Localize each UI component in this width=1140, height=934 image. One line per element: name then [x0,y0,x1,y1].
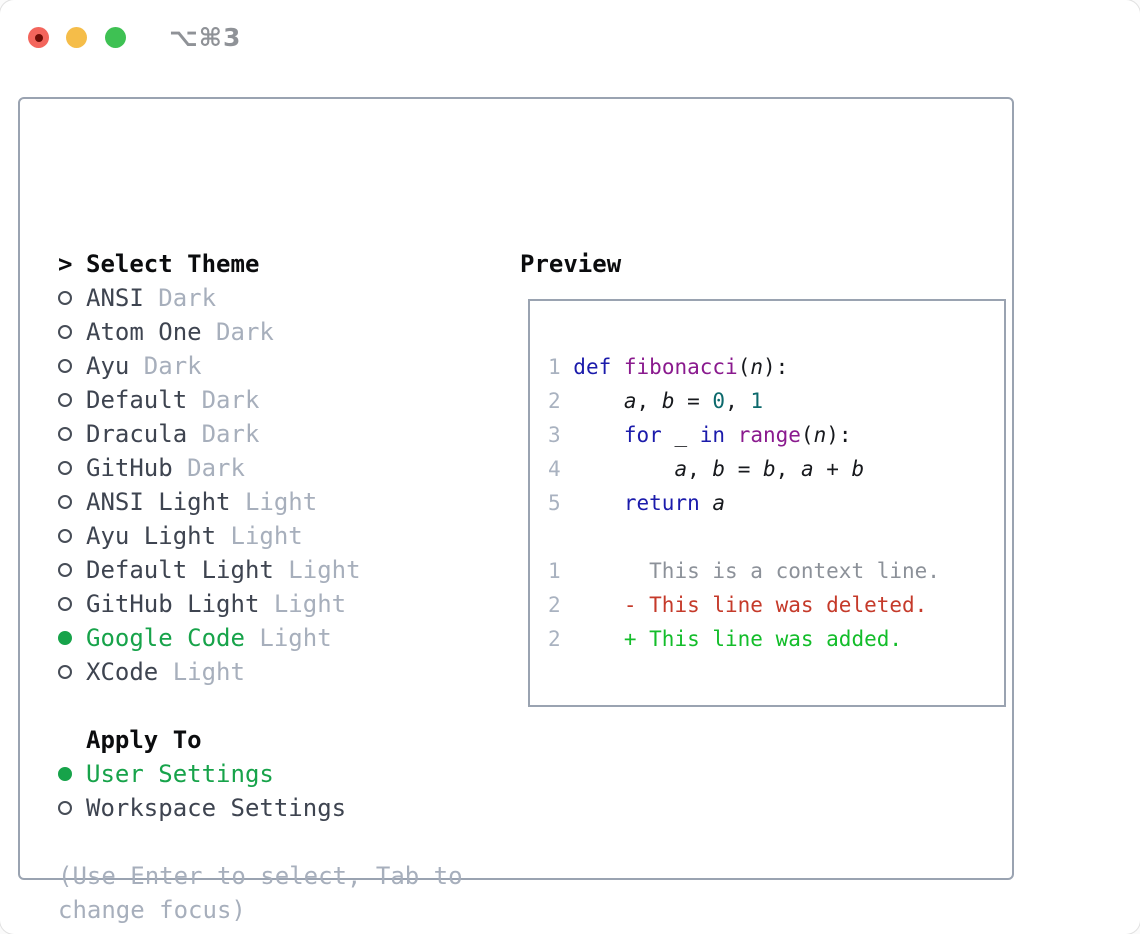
line-number: 2 [548,627,574,651]
theme-item-ayu-light[interactable]: Ayu Light Light [58,519,463,553]
theme-item-variant: Light [259,590,347,618]
theme-item-xcode[interactable]: XCode Light [58,655,463,689]
radio-icon [58,427,86,441]
hint-line-2: change focus) [58,896,246,924]
radio-icon [58,529,86,543]
theme-item-dracula[interactable]: Dracula Dark [58,417,463,451]
pointer-icon: > [58,250,73,278]
theme-item-variant: Dark [172,454,245,482]
theme-item-label: Google Code [86,624,245,652]
line-number: 2 [548,389,574,413]
theme-item-variant: Light [216,522,303,550]
theme-item-ansi[interactable]: ANSI Dark [58,281,463,315]
theme-item-github[interactable]: GitHub Dark [58,451,463,485]
code-line: 4 a, b = b, a + b [548,457,865,481]
theme-item-label: GitHub Light [86,590,260,618]
theme-item-default-light[interactable]: Default Light Light [58,553,463,587]
radio-selected-icon [58,631,86,645]
radio-icon [58,495,86,509]
radio-icon [58,393,86,407]
theme-item-atom-one[interactable]: Atom One Dark [58,315,463,349]
hint-line-1: (Use Enter to select, Tab to [58,862,463,890]
titlebar: ⌥⌘3 [0,0,1140,75]
theme-item-label: Default Light [86,556,274,584]
theme-item-variant: Dark [187,386,260,414]
theme-item-label: Default [86,386,188,414]
theme-item-variant: Light [158,658,245,686]
code-line: 3 for _ in range(n): [548,423,852,447]
radio-selected-icon [58,767,86,781]
close-button[interactable] [28,27,49,48]
theme-item-label: Dracula [86,420,188,448]
apply-option-label: User Settings [86,760,274,788]
theme-item-variant: Light [244,624,332,652]
theme-item-variant: Dark [143,284,217,312]
theme-item-variant: Light [273,556,361,584]
line-number: 1 [548,355,574,379]
theme-item-variant: Dark [201,318,274,346]
theme-item-label: Ayu Light [86,522,217,550]
apply-option-user-settings[interactable]: User Settings [58,757,463,791]
line-number: 3 [548,423,574,447]
theme-item-github-light[interactable]: GitHub Light Light [58,587,463,621]
zoom-button[interactable] [105,27,126,48]
theme-item-variant: Dark [129,352,202,380]
radio-icon [58,325,86,339]
theme-pane-title: Select Theme [86,250,260,278]
radio-icon [58,665,86,679]
minimize-button[interactable] [66,27,87,48]
code-line: 1 This is a context line. [548,559,940,583]
apply-to-title: Apply To [86,726,202,754]
line-number: 4 [548,457,574,481]
line-number: 2 [548,593,574,617]
spacer [58,689,463,723]
code-line: 2 - This line was deleted. [548,593,928,617]
theme-item-variant: Dark [187,420,260,448]
theme-item-label: ANSI [86,284,144,312]
theme-item-variant: Light [230,488,318,516]
theme-item-ayu[interactable]: Ayu Dark [58,349,463,383]
radio-icon [58,291,86,305]
line-number: 1 [548,559,574,583]
code-preview: 1 def fibonacci(n): 2 a, b = 0, 1 3 for _ … [548,350,940,656]
code-line: 2 + This line was added. [548,627,903,651]
radio-icon [58,597,86,611]
radio-icon [58,563,86,577]
theme-item-label: Atom One [86,318,202,346]
theme-item-default[interactable]: Default Dark [58,383,463,417]
theme-pane-header: > Select Theme [58,247,463,281]
theme-item-label: ANSI Light [86,488,231,516]
theme-item-ansi-light[interactable]: ANSI Light Light [58,485,463,519]
close-dot-icon [34,33,43,42]
radio-icon [58,359,86,373]
preview-title: Preview [520,250,622,278]
theme-item-label: Ayu [86,352,130,380]
apply-to-header: Apply To [58,723,463,757]
theme-item-label: GitHub [86,454,173,482]
radio-icon [58,801,86,815]
window-title: ⌥⌘3 [169,23,242,52]
apply-option-workspace-settings[interactable]: Workspace Settings [58,791,463,825]
code-line: 2 a, b = 0, 1 [548,389,764,413]
preview-box: 1 def fibonacci(n): 2 a, b = 0, 1 3 for _ … [528,299,1006,707]
theme-item-google-code[interactable]: Google Code Light [58,621,463,655]
line-number: 5 [548,491,574,515]
code-line [548,520,940,554]
code-line: 5 return a [548,491,726,515]
apply-option-label: Workspace Settings [86,794,347,822]
radio-icon [58,461,86,475]
line-number [548,525,561,549]
spacer [58,825,463,859]
code-line: 1 def fibonacci(n): [548,355,789,379]
theme-item-label: XCode [86,658,159,686]
